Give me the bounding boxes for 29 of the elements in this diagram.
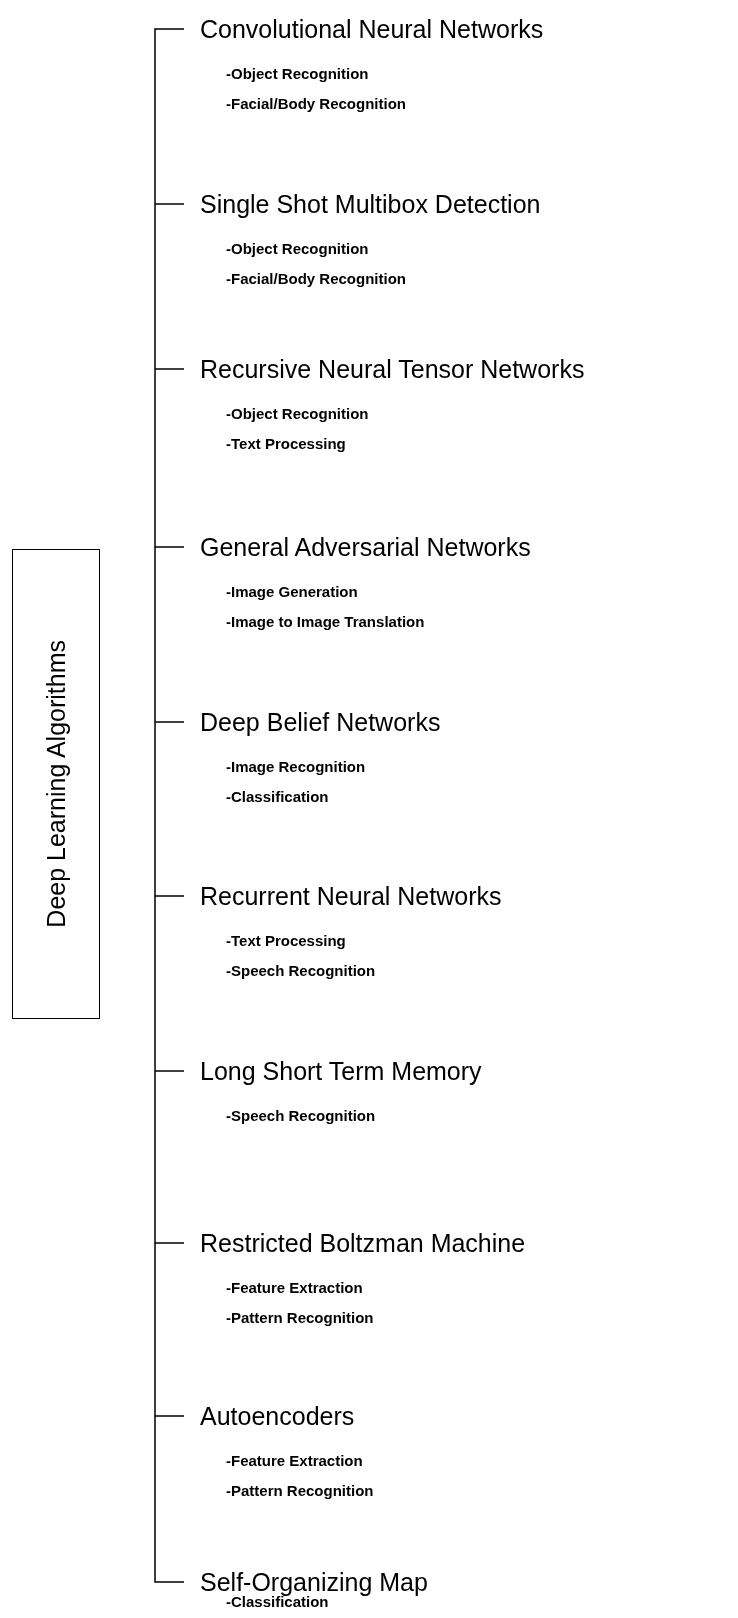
application-item: -Image Generation [225, 582, 359, 602]
algorithm-name: Recursive Neural Tensor Networks [200, 354, 585, 385]
application-item: -Pattern Recognition [225, 1308, 375, 1328]
application-item: -Image to Image Translation [225, 612, 426, 632]
application-item: -Object Recognition [225, 239, 370, 259]
algorithm-name: General Adversarial Networks [200, 532, 531, 563]
application-item: -Speech Recognition [225, 1106, 377, 1126]
title-box [12, 549, 100, 1019]
application-item: -Facial/Body Recognition [225, 269, 407, 289]
algorithm-name: Deep Belief Networks [200, 707, 441, 738]
algorithm-name: Restricted Boltzman Machine [200, 1228, 526, 1259]
algorithm-name: Autoencoders [200, 1401, 356, 1432]
algorithm-name: Long Short Term Memory [200, 1056, 482, 1087]
algorithm-name: Convolutional Neural Networks [200, 14, 544, 45]
application-item: -Classification [225, 787, 330, 807]
application-item: -Image Recognition [225, 757, 367, 777]
application-item: -Text Processing [225, 434, 347, 454]
application-item: -Pattern Recognition [225, 1481, 374, 1501]
application-item: -Feature Extraction [225, 1451, 364, 1471]
algorithm-name: Self-Organizing Map [200, 1567, 428, 1596]
application-item: -Object Recognition [225, 404, 370, 424]
application-item: -Speech Recognition [225, 961, 377, 981]
title-text: Deep Learning Algorithms [43, 640, 69, 928]
application-item: -Text Processing [225, 931, 347, 951]
application-item: -Object Recognition [225, 64, 370, 84]
application-item: -Facial/Body Recognition [225, 94, 407, 114]
algorithm-name: Recurrent Neural Networks [200, 881, 502, 912]
application-item: -Feature Extraction [225, 1278, 364, 1298]
algorithm-name: Single Shot Multibox Detection [200, 189, 541, 220]
